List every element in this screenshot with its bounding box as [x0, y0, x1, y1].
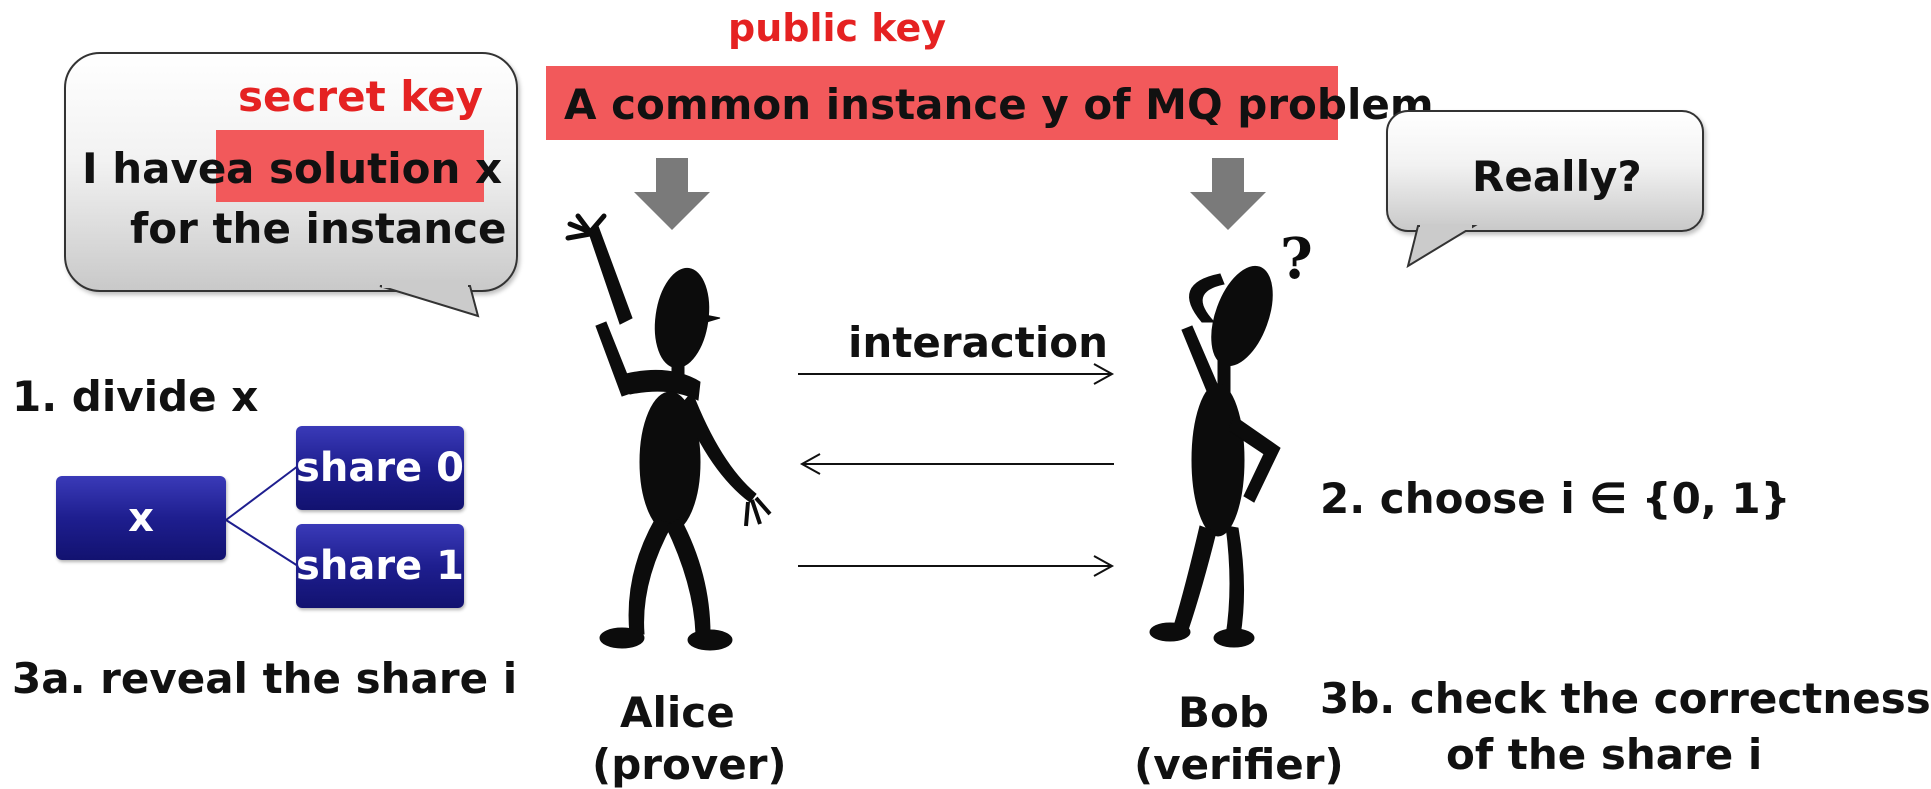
down-arrow-alice-icon — [634, 158, 710, 230]
bob-bubble-tail — [1406, 224, 1478, 269]
step-check-line2: of the share i — [1446, 730, 1763, 779]
bob-bubble-text: Really? — [1472, 152, 1642, 201]
bob-role: (verifier) — [1134, 740, 1344, 789]
down-arrow-bob-icon — [1190, 158, 1266, 230]
solution-highlight-box — [216, 130, 484, 202]
alice-figure — [565, 213, 772, 651]
secret-key-label: secret key — [238, 72, 483, 121]
step-reveal: 3a. reveal the share i — [12, 654, 518, 703]
share0-box: share 0 — [296, 426, 464, 510]
bob-name: Bob — [1178, 688, 1269, 737]
alice-bubble-tail — [379, 280, 480, 318]
bob-figure: ? — [1149, 226, 1313, 648]
alice-bubble-line1-highlight: a solution x — [226, 144, 503, 193]
x-box: x — [56, 476, 226, 560]
public-key-instance-box — [546, 66, 1338, 140]
x-box-label: x — [128, 495, 154, 541]
step-check-line1: 3b. check the correctness — [1320, 674, 1931, 723]
bob-speech-bubble — [1386, 110, 1704, 232]
svg-text:?: ? — [1280, 226, 1313, 292]
interaction-arrows — [798, 363, 1115, 577]
step-choose: 2. choose i ∈ {0, 1} — [1320, 474, 1791, 523]
step-divide: 1. divide x — [12, 372, 259, 421]
interaction-label: interaction — [848, 318, 1109, 367]
public-key-instance-text: A common instance y of MQ problem — [564, 80, 1434, 129]
public-key-title: public key — [728, 6, 947, 50]
alice-role: (prover) — [592, 740, 787, 789]
share1-box: share 1 — [296, 524, 464, 608]
share1-label: share 1 — [296, 543, 464, 589]
alice-bubble-line1-prefix: I have — [82, 144, 227, 193]
alice-bubble-line2: for the instance — [130, 204, 507, 253]
share0-label: share 0 — [296, 445, 464, 491]
alice-name: Alice — [620, 688, 735, 737]
share-tree-lines — [225, 465, 299, 567]
